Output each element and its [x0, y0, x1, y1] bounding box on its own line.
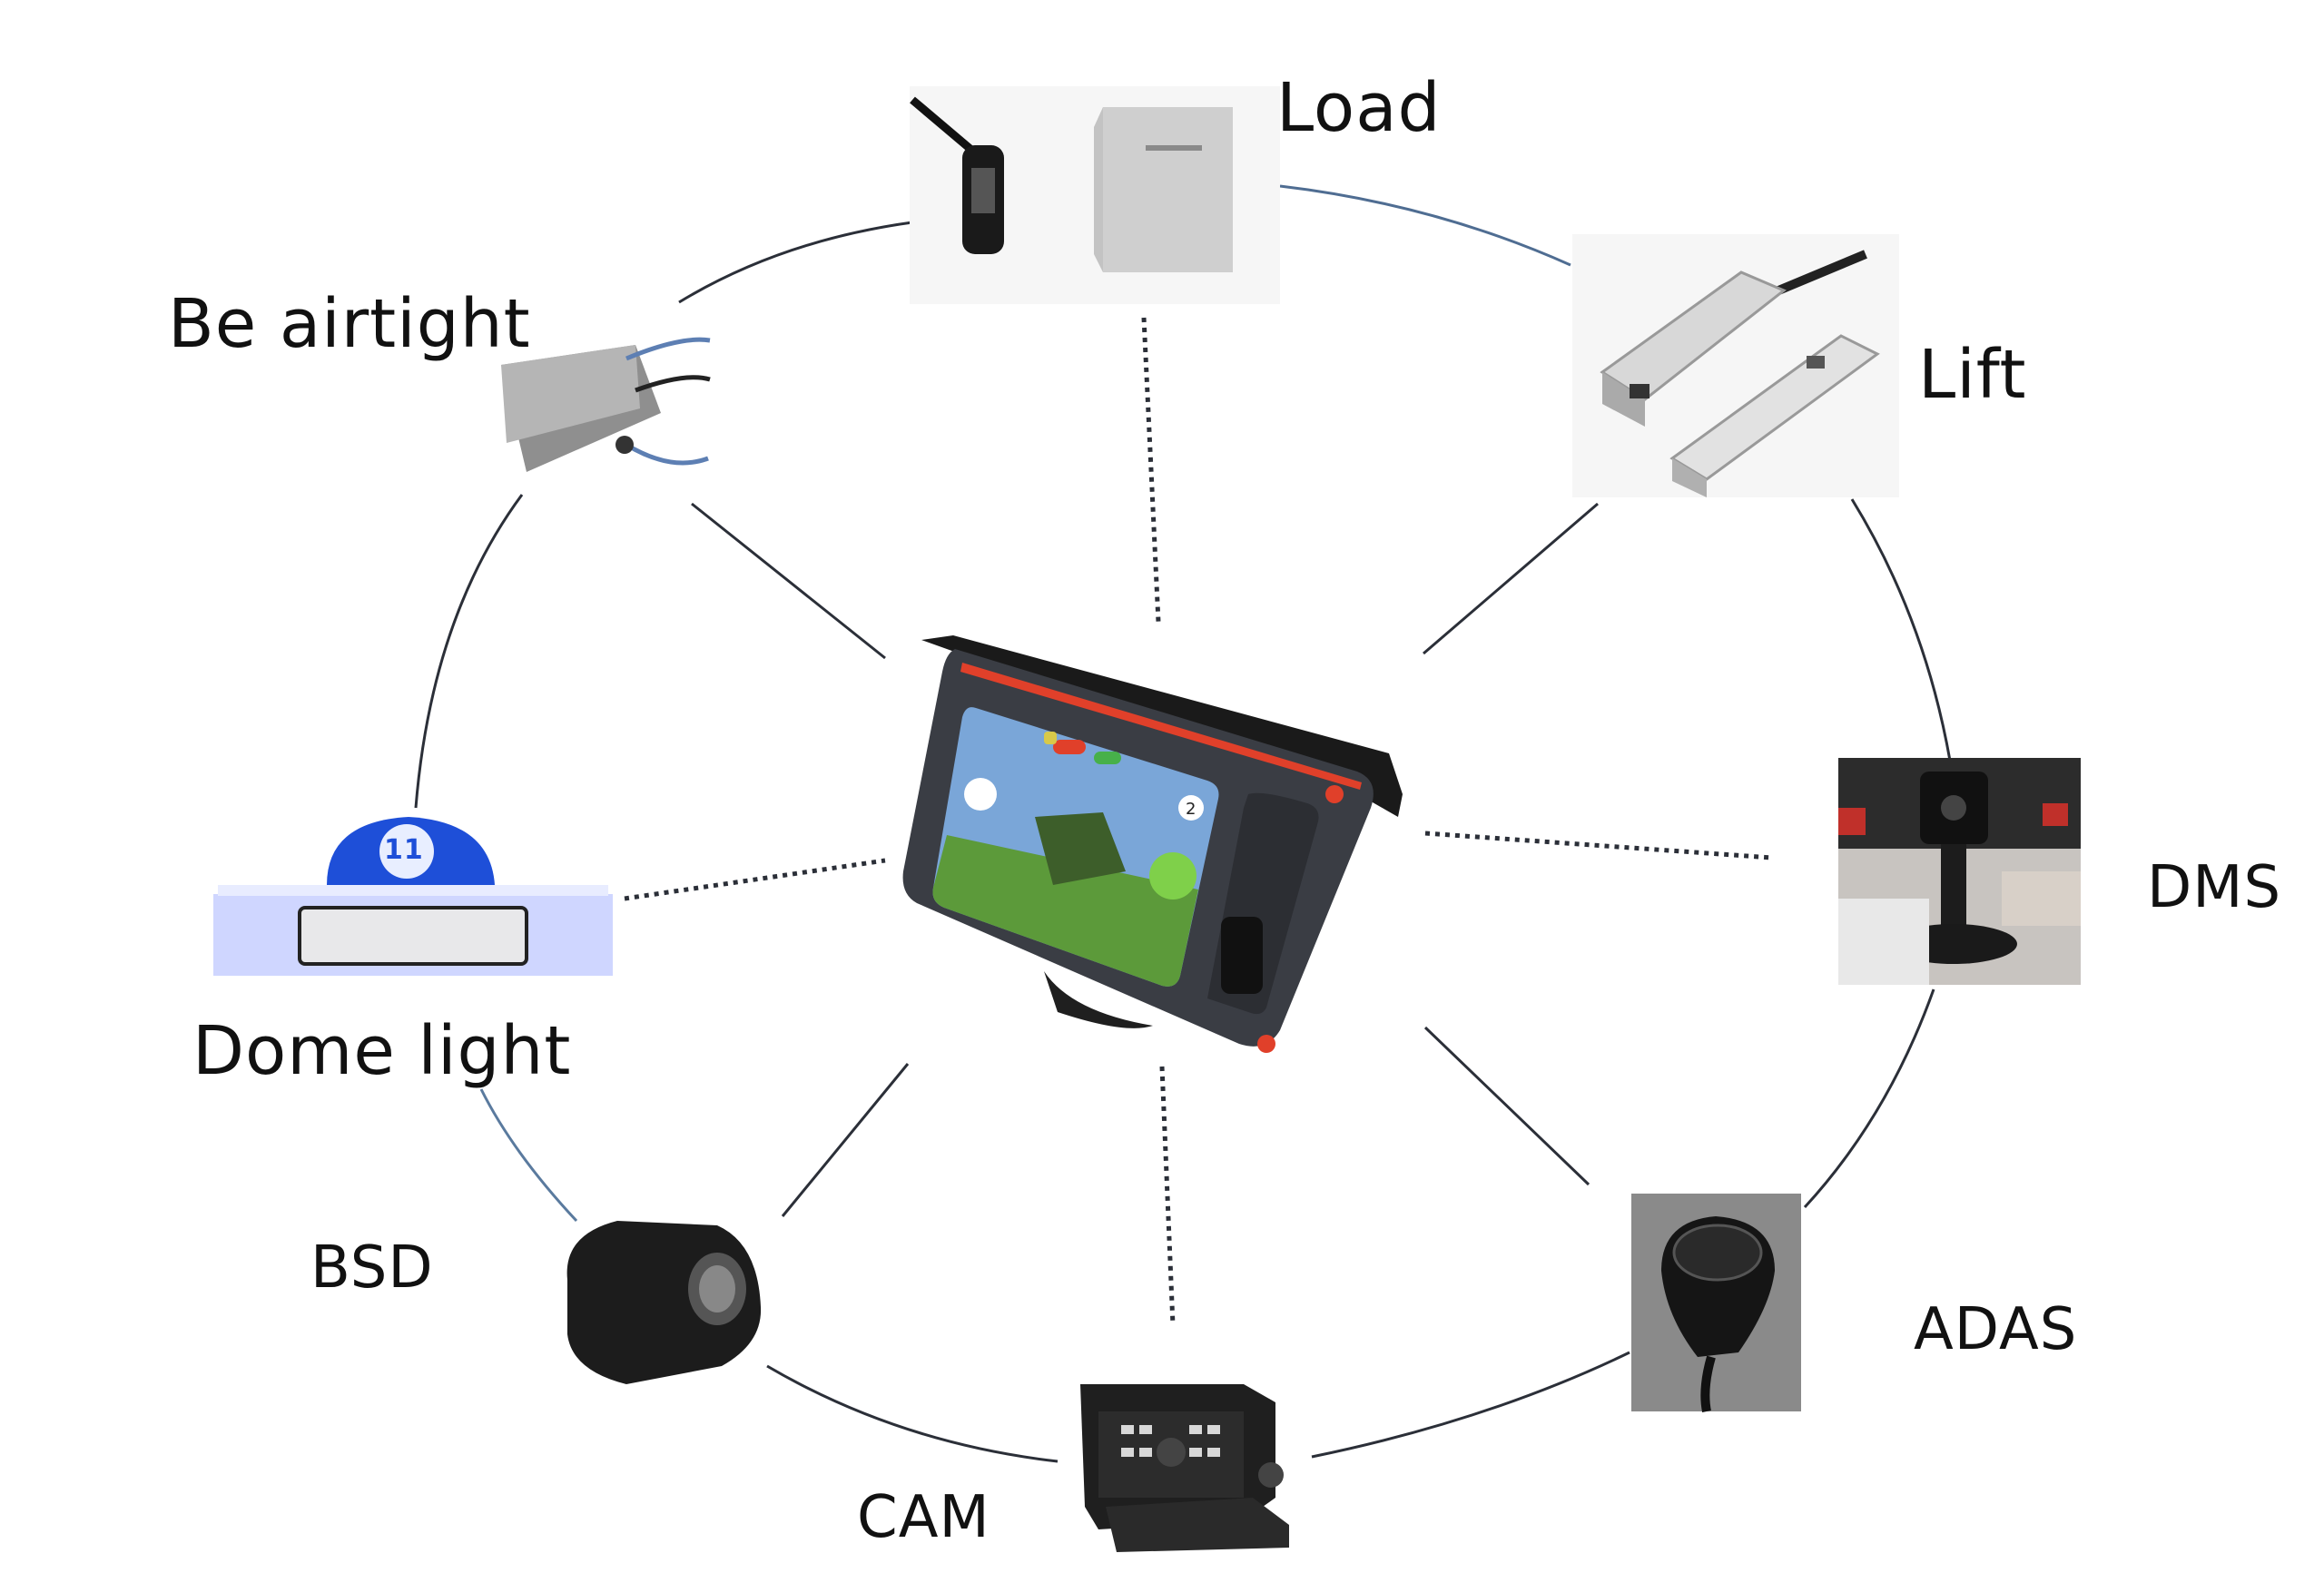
- adas-camera-image: [1631, 1194, 1801, 1412]
- spoke-bsd: [781, 1063, 910, 1217]
- spoke-airtight: [691, 502, 886, 660]
- label-cam: CAM: [857, 1484, 990, 1551]
- airtight-sensor-image: [501, 337, 711, 472]
- bsd-camera-image: [566, 1221, 762, 1384]
- label-bsd: BSD: [310, 1234, 434, 1302]
- label-lift: Lift: [1918, 336, 2027, 414]
- ring-arc-bottom-right: [1311, 1351, 1630, 1459]
- device-screen-badge: 2: [1186, 800, 1196, 819]
- lift-sensor-image: [1572, 234, 1899, 497]
- ring-arc-left-lower: [479, 1088, 578, 1223]
- ring-arc-top-left: [678, 221, 913, 304]
- dms-camera-image: [1838, 758, 2081, 985]
- label-load: Load: [1276, 69, 1442, 147]
- ring-arc-top-right: [1279, 184, 1571, 267]
- spoke-load: [1141, 317, 1161, 623]
- cam-camera-image: [1080, 1384, 1289, 1552]
- label-dms: DMS: [2147, 854, 2282, 921]
- ring-arc-bottom-left: [766, 1364, 1059, 1463]
- ring-arc-left-upper: [414, 494, 524, 809]
- spoke-lift: [1423, 502, 1599, 655]
- load-sensor-image: [910, 86, 1280, 304]
- ring-arc-right-upper: [1850, 498, 1952, 762]
- dome-light-badge: 11: [384, 834, 424, 866]
- ring-arc-right-lower: [1803, 988, 1935, 1209]
- central-terminal-device: 2: [902, 635, 1403, 1053]
- label-airtight: Be airtight: [168, 285, 531, 363]
- spoke-adas: [1423, 1026, 1590, 1186]
- spoke-dome: [624, 858, 886, 901]
- label-dome-light: Dome light: [192, 1012, 572, 1090]
- spoke-cam: [1159, 1066, 1176, 1326]
- label-adas: ADAS: [1914, 1296, 2078, 1363]
- dome-light-image: [213, 817, 613, 976]
- spoke-dms: [1424, 831, 1773, 860]
